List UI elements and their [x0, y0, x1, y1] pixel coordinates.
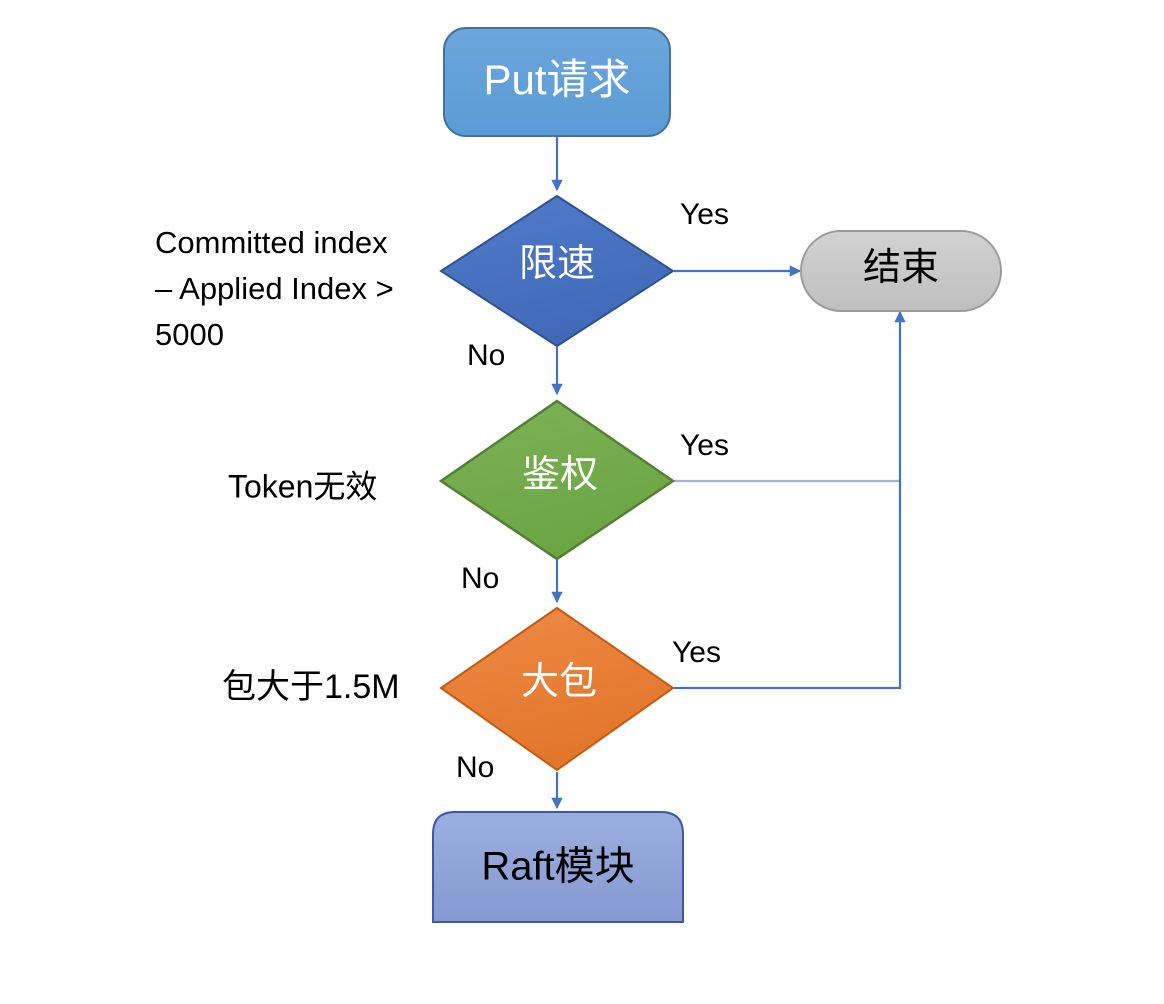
auth-label: 鉴权 — [522, 454, 598, 496]
rate-limit-shape — [439, 194, 675, 348]
rate-limit-label: 限速 — [519, 243, 595, 285]
edge-label-auth-yes: Yes — [680, 429, 729, 462]
edge-label-auth-no: No — [461, 562, 499, 595]
connector-bigpacket-yes-to-end — [674, 310, 906, 690]
edge-label-packet-yes: Yes — [672, 636, 721, 669]
packet-condition-label: 包大于1.5M — [222, 668, 400, 706]
end-label: 结束 — [863, 247, 939, 289]
rate-limit-condition-line-2: – Applied Index > — [155, 271, 394, 306]
big-packet-decision[interactable]: 大包 — [439, 606, 675, 772]
auth-condition-label: Token无效 — [228, 468, 377, 504]
edge-label-packet-no: No — [456, 751, 494, 784]
put-request-shape — [443, 27, 671, 137]
rate-limit-condition-line-3: 5000 — [155, 317, 224, 352]
auth-shape — [438, 399, 676, 561]
end-shape — [800, 230, 1002, 312]
rate-limit-decision[interactable]: 限速 — [439, 194, 675, 348]
put-request-label: Put请求 — [483, 56, 630, 103]
big-packet-shape — [439, 606, 675, 772]
rate-limit-condition-line-1: Committed index — [155, 225, 388, 260]
edge-label-rate-no: No — [467, 339, 505, 372]
raft-module-shape — [432, 811, 684, 923]
edge-label-rate-yes: Yes — [680, 198, 729, 231]
end-node[interactable]: 结束 — [800, 230, 1002, 312]
raft-module-label: Raft模块 — [481, 845, 634, 889]
rate-limit-condition-label: Committed index – Applied Index > 5000 — [155, 225, 394, 352]
put-request-node[interactable]: Put请求 — [443, 27, 671, 137]
raft-module-node[interactable]: Raft模块 — [432, 811, 684, 923]
auth-decision[interactable]: 鉴权 — [438, 399, 676, 561]
big-packet-label: 大包 — [521, 661, 597, 703]
